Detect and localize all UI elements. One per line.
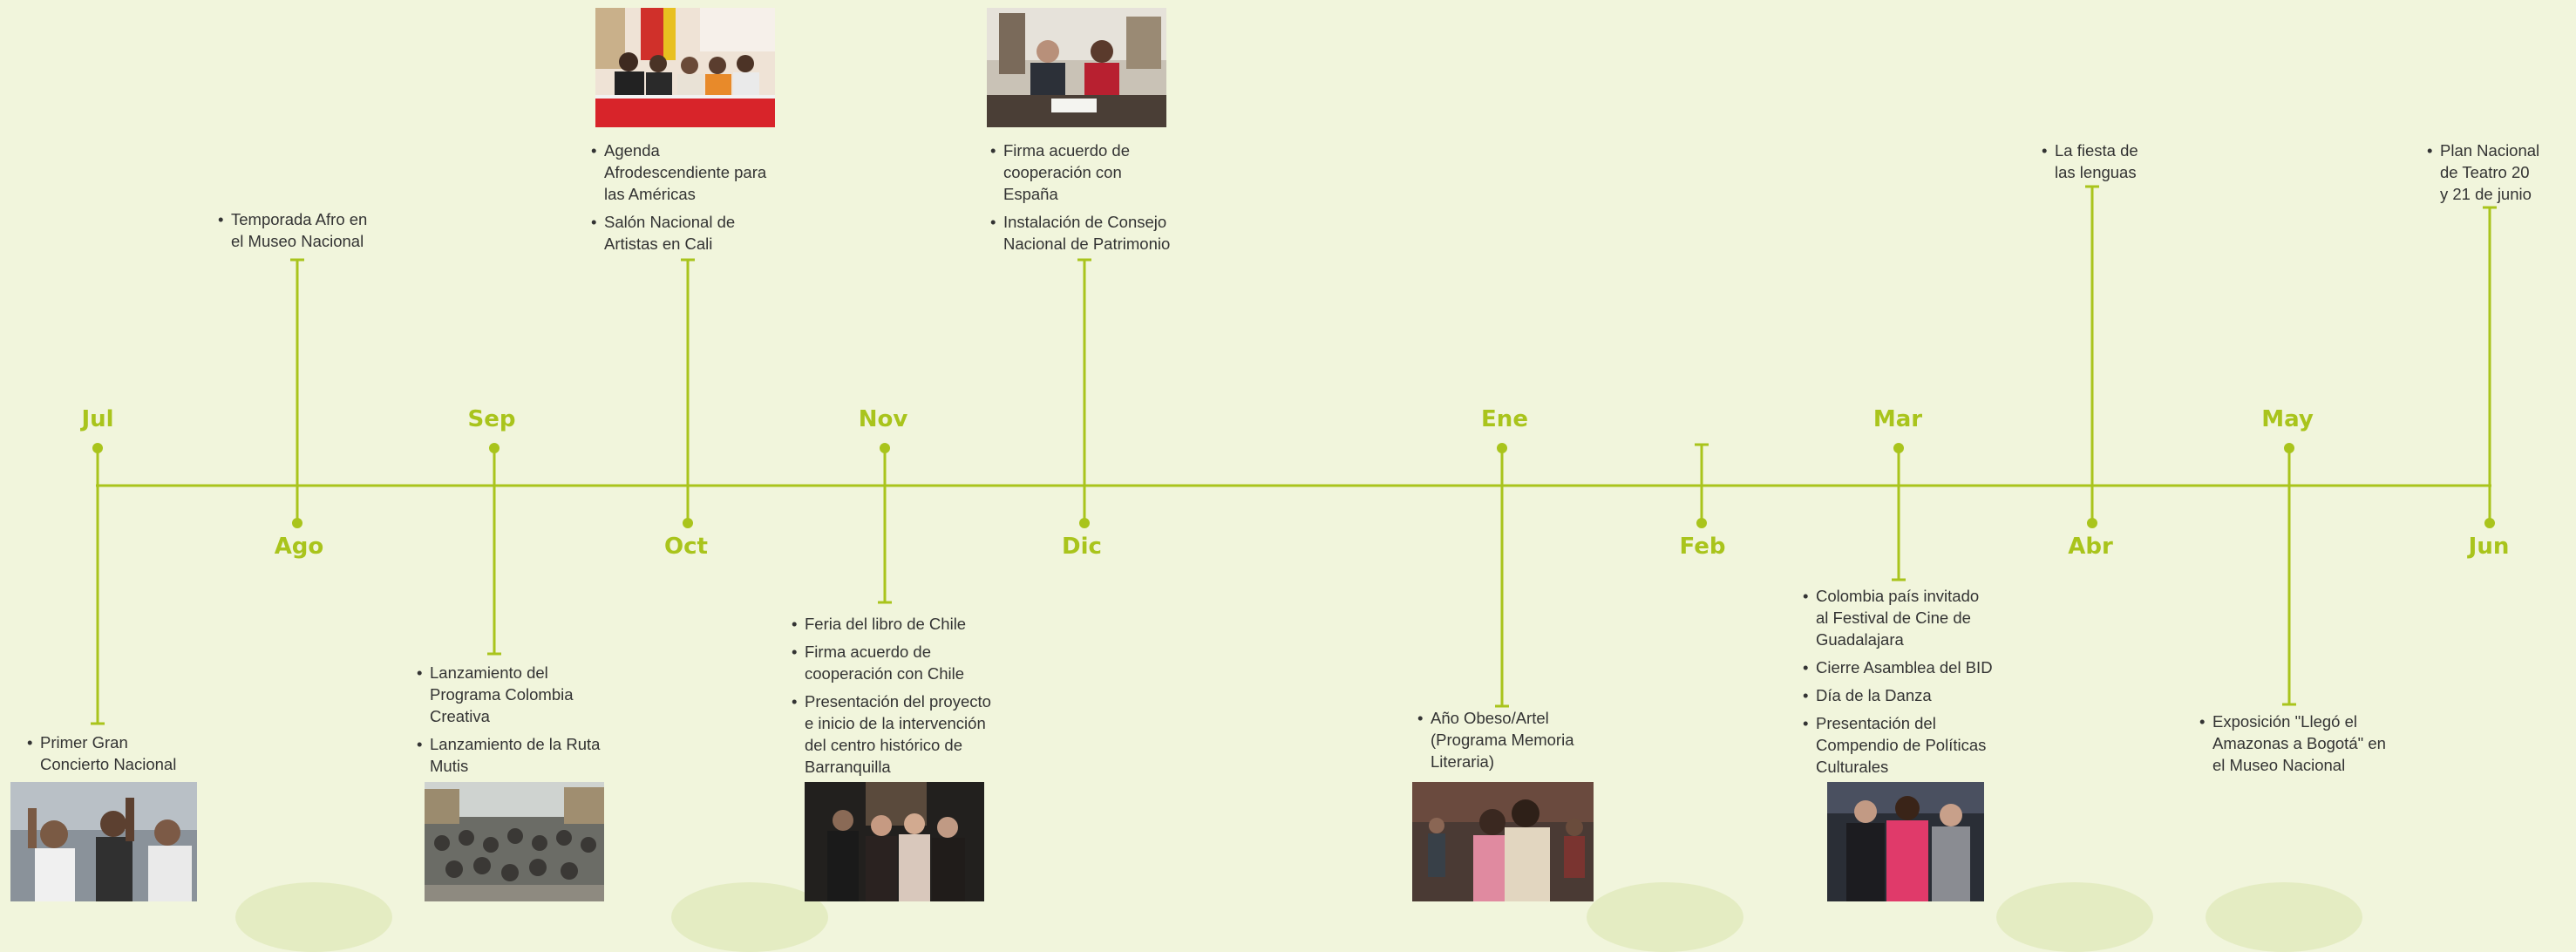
marker-abr bbox=[2087, 518, 2097, 528]
event-item: Feria del libro de Chile bbox=[791, 613, 1017, 635]
month-label-abr: Abr bbox=[2068, 534, 2113, 560]
month-label-feb: Feb bbox=[1679, 534, 1726, 560]
photo-concert bbox=[10, 782, 197, 901]
event-item: Día de la Danza bbox=[1802, 684, 2029, 706]
marker-ago bbox=[292, 518, 302, 528]
timeline: Jul Ago Sep Oct Nov Dic Ene Feb Mar Abr … bbox=[0, 0, 2576, 901]
month-label-dic: Dic bbox=[1062, 534, 1102, 560]
month-label-may: May bbox=[2261, 406, 2314, 432]
marker-sep bbox=[489, 443, 500, 453]
photo-policy-presentation bbox=[1827, 782, 1984, 901]
marker-may bbox=[2284, 443, 2294, 453]
marker-dic bbox=[1079, 518, 1090, 528]
events-ene: Año Obeso/Artel(Programa MemoriaLiterari… bbox=[1417, 707, 1608, 772]
marker-mar bbox=[1893, 443, 1904, 453]
events-nov: Feria del libro de ChileFirma acuerdo de… bbox=[791, 613, 1017, 778]
photo-agenda-signing bbox=[595, 8, 775, 127]
month-label-nov: Nov bbox=[858, 406, 908, 432]
month-label-oct: Oct bbox=[664, 534, 708, 560]
marker-nov bbox=[880, 443, 890, 453]
marker-oct bbox=[683, 518, 693, 528]
month-label-jul: Jul bbox=[81, 406, 114, 432]
photo-obeso-artel bbox=[1412, 782, 1594, 901]
photo-chile-event bbox=[805, 782, 984, 901]
month-label-jun: Jun bbox=[2468, 534, 2510, 560]
month-label-sep: Sep bbox=[467, 406, 516, 432]
marker-feb bbox=[1696, 518, 1707, 528]
marker-jun bbox=[2484, 518, 2495, 528]
month-label-ene: Ene bbox=[1481, 406, 1528, 432]
event-item: Cierre Asamblea del BID bbox=[1802, 656, 2029, 678]
marker-ene bbox=[1497, 443, 1507, 453]
photo-spain-signing bbox=[987, 8, 1166, 127]
marker-jul bbox=[92, 443, 103, 453]
photo-crowd bbox=[425, 782, 604, 901]
event-item: Año Obeso/Artel(Programa MemoriaLiterari… bbox=[1417, 707, 1608, 772]
timeline-lines bbox=[91, 185, 2497, 725]
month-label-ago: Ago bbox=[274, 534, 324, 560]
month-label-mar: Mar bbox=[1873, 406, 1923, 432]
